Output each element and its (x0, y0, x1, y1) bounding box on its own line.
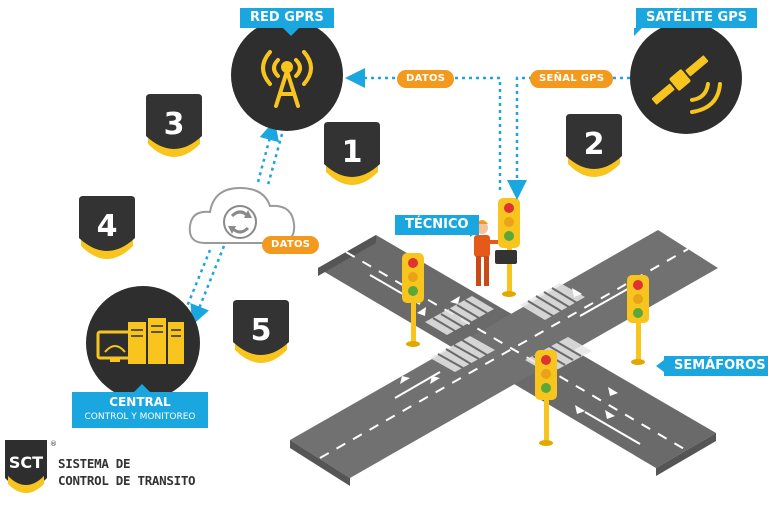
satelite-gps-label: SATÉLITE GPS (636, 8, 758, 28)
step-number: 5 (251, 313, 272, 348)
satellite-icon (651, 55, 709, 105)
registered-mark: ® (50, 440, 57, 448)
brand-text: SISTEMA DE CONTROL DE TRANSITO (58, 455, 196, 489)
semaforos-label-tail (656, 360, 664, 372)
datos-pill-top: DATOS (397, 70, 455, 88)
central-label-tail (134, 384, 150, 392)
intersection (290, 230, 718, 486)
monitor-server-icon (96, 318, 184, 364)
traffic-light-icon (535, 350, 557, 446)
cloud-sync-icon (188, 186, 296, 244)
step-number: 3 (164, 107, 185, 142)
tecnico-label-tail (470, 225, 478, 237)
sct-logo: SCT ® (5, 440, 57, 493)
traffic-light-icon (498, 198, 520, 297)
central-node (86, 286, 200, 400)
logo-text: SCT (9, 453, 43, 472)
traffic-light-icon (402, 253, 424, 347)
brand-line-1: SISTEMA DE (58, 456, 131, 471)
step-shield-3: 3 (146, 94, 202, 157)
datos-pill-cloud: DATOS (262, 236, 320, 254)
lane-arrows (400, 288, 618, 419)
step-number: 4 (97, 209, 118, 244)
step-number: 2 (584, 127, 605, 162)
technician-icon (474, 220, 517, 286)
step-number: 1 (342, 135, 363, 170)
central-subtitle: CONTROL Y MONITOREO (84, 412, 196, 422)
gprs-node (231, 19, 343, 131)
traffic-light-icon (627, 275, 649, 365)
semaforos-label: SEMÁFOROS (664, 356, 768, 376)
tecnico-label: TÉCNICO (395, 215, 479, 235)
step-shield-4: 4 (79, 196, 135, 259)
brand-line-2: CONTROL DE TRANSITO (58, 473, 196, 488)
step-shield-5: 5 (233, 300, 289, 363)
central-title: CENTRAL (109, 395, 171, 409)
gps-node (630, 22, 742, 134)
red-gprs-label-tail (283, 28, 299, 36)
step-shield-1: 1 (324, 122, 380, 185)
red-gprs-label: RED GPRS (240, 8, 334, 28)
antenna-icon (261, 50, 313, 108)
step-shield-2: 2 (566, 114, 622, 177)
satelite-gps-label-tail (634, 28, 642, 36)
senal-gps-pill: SEÑAL GPS (530, 70, 614, 88)
central-label: CENTRAL CONTROL Y MONITOREO (72, 392, 208, 428)
